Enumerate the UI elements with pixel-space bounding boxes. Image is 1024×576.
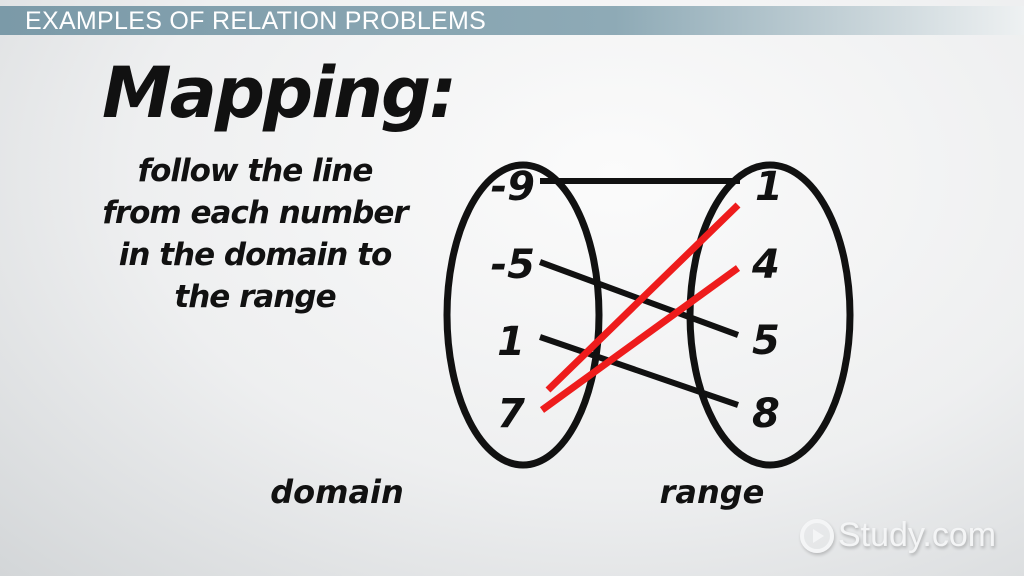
range-value: 4: [751, 242, 780, 288]
domain-value: -5: [491, 242, 535, 288]
domain-ellipse: [443, 161, 603, 469]
study-com-logo: Study.com: [800, 516, 996, 555]
domain-value: 7: [497, 391, 525, 437]
range-value: 1: [755, 164, 783, 210]
logo-text: Study.com: [838, 516, 997, 554]
domain-value: -9: [491, 164, 535, 210]
subtitle-line: the range: [174, 279, 336, 315]
subtitle-line: in the domain to: [118, 237, 393, 273]
range-value: 5: [752, 318, 780, 364]
slide-subtitle: follow the line from each number in the …: [100, 150, 410, 318]
mapping-line: [545, 202, 741, 393]
mapping-line: [539, 334, 739, 408]
slide-title: Mapping:: [102, 52, 457, 134]
header-bar: EXAMPLES OF RELATION PROBLEMS: [0, 6, 1024, 35]
header-title: EXAMPLES OF RELATION PROBLEMS: [25, 7, 487, 35]
range-value: 8: [752, 391, 780, 437]
domain-label: domain: [270, 473, 404, 511]
subtitle-line: from each number: [102, 195, 408, 231]
subtitle-line: follow the line: [137, 153, 374, 189]
domain-value: 1: [497, 319, 525, 365]
mapping-line: [539, 265, 741, 413]
range-label: range: [660, 473, 765, 511]
play-icon: [800, 518, 834, 553]
